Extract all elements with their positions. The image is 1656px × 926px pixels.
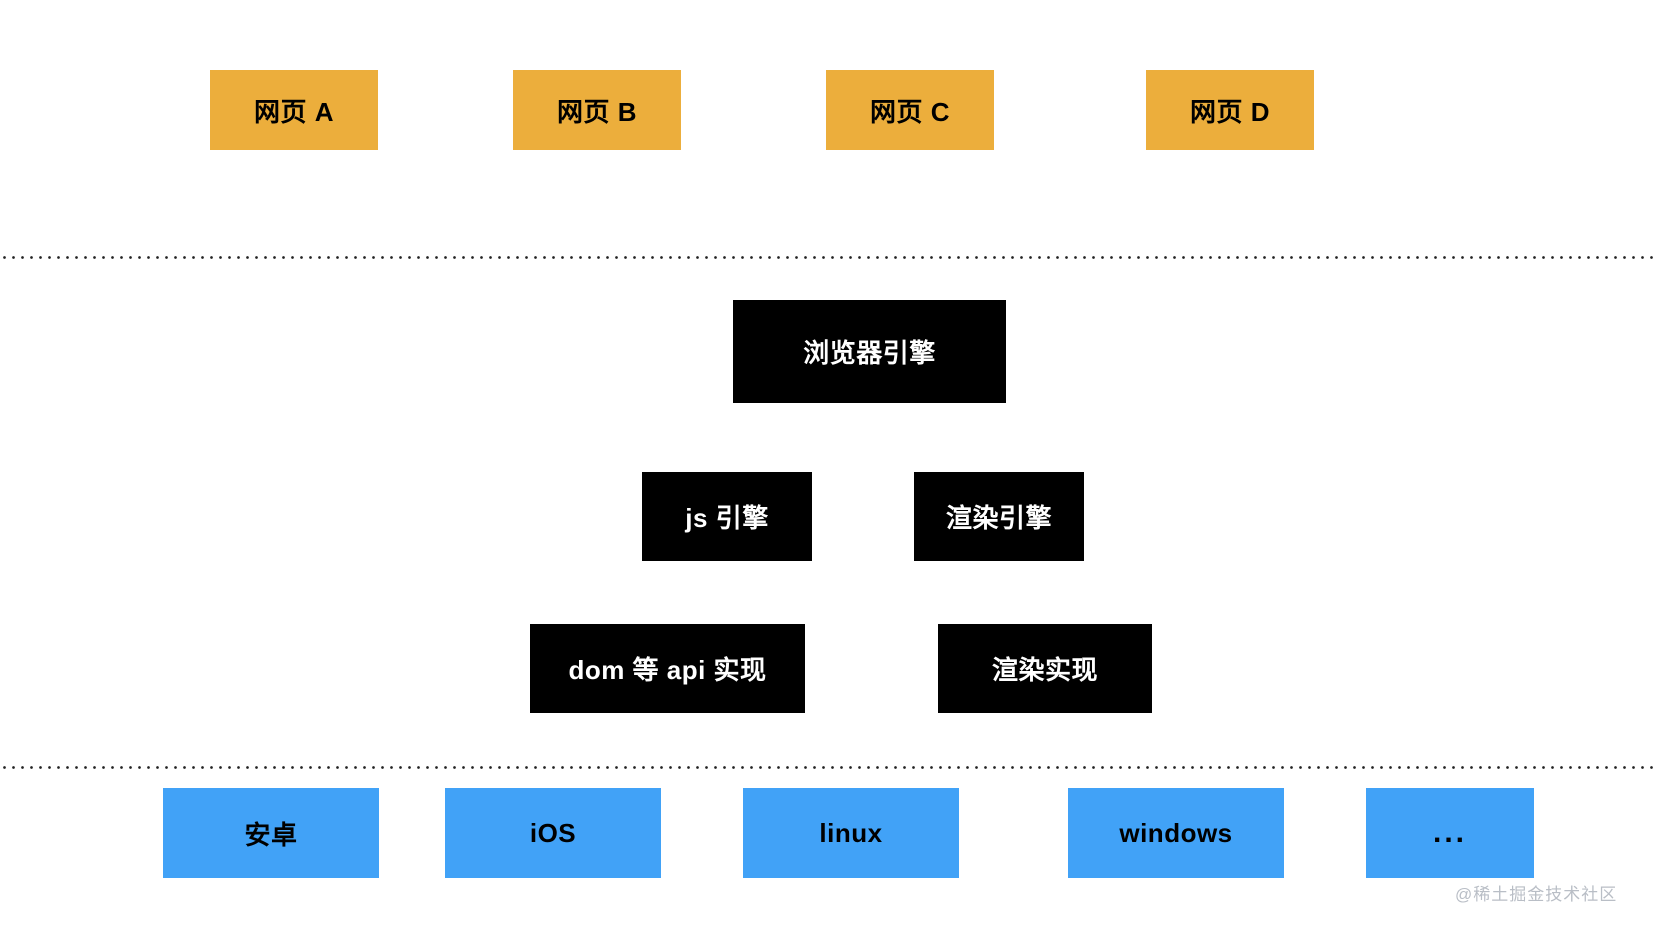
- web-page-box-a: 网页 A: [210, 70, 378, 150]
- web-page-label-c: 网页 C: [869, 96, 950, 127]
- js-engine-label: js 引擎: [685, 503, 769, 533]
- js-engine-box: js 引擎: [642, 472, 812, 561]
- os-box-android: 安卓: [163, 788, 379, 878]
- web-page-label-b: 网页 B: [556, 96, 637, 127]
- web-page-label-d: 网页 D: [1189, 96, 1270, 127]
- web-engine-divider: [0, 256, 1656, 259]
- os-box-ios: iOS: [445, 788, 661, 878]
- browser-engine-label: 浏览器引擎: [803, 338, 936, 368]
- os-box-linux: linux: [743, 788, 959, 878]
- browser-engine-box: 浏览器引擎: [733, 300, 1006, 403]
- os-label-linux: linux: [819, 817, 883, 848]
- dom-api-impl-label: dom 等 api 实现: [568, 655, 767, 685]
- os-label-ios: iOS: [529, 817, 577, 848]
- os-label-more: ...: [1432, 816, 1467, 849]
- os-label-windows: windows: [1119, 817, 1233, 848]
- render-engine-box: 渲染引擎: [914, 472, 1084, 561]
- dom-api-impl-box: dom 等 api 实现: [530, 624, 805, 713]
- render-impl-box: 渲染实现: [938, 624, 1152, 713]
- web-page-label-a: 网页 A: [253, 96, 334, 127]
- os-label-android: 安卓: [244, 819, 298, 850]
- watermark: @稀土掘金技术社区: [1455, 885, 1618, 904]
- web-page-box-d: 网页 D: [1146, 70, 1314, 150]
- web-page-box-b: 网页 B: [513, 70, 681, 150]
- os-box-windows: windows: [1068, 788, 1284, 878]
- render-impl-label: 渲染实现: [991, 655, 1098, 685]
- render-engine-label: 渲染引擎: [945, 503, 1052, 533]
- engine-os-divider: [0, 766, 1656, 769]
- os-box-more: ...: [1366, 788, 1534, 878]
- web-page-box-c: 网页 C: [826, 70, 994, 150]
